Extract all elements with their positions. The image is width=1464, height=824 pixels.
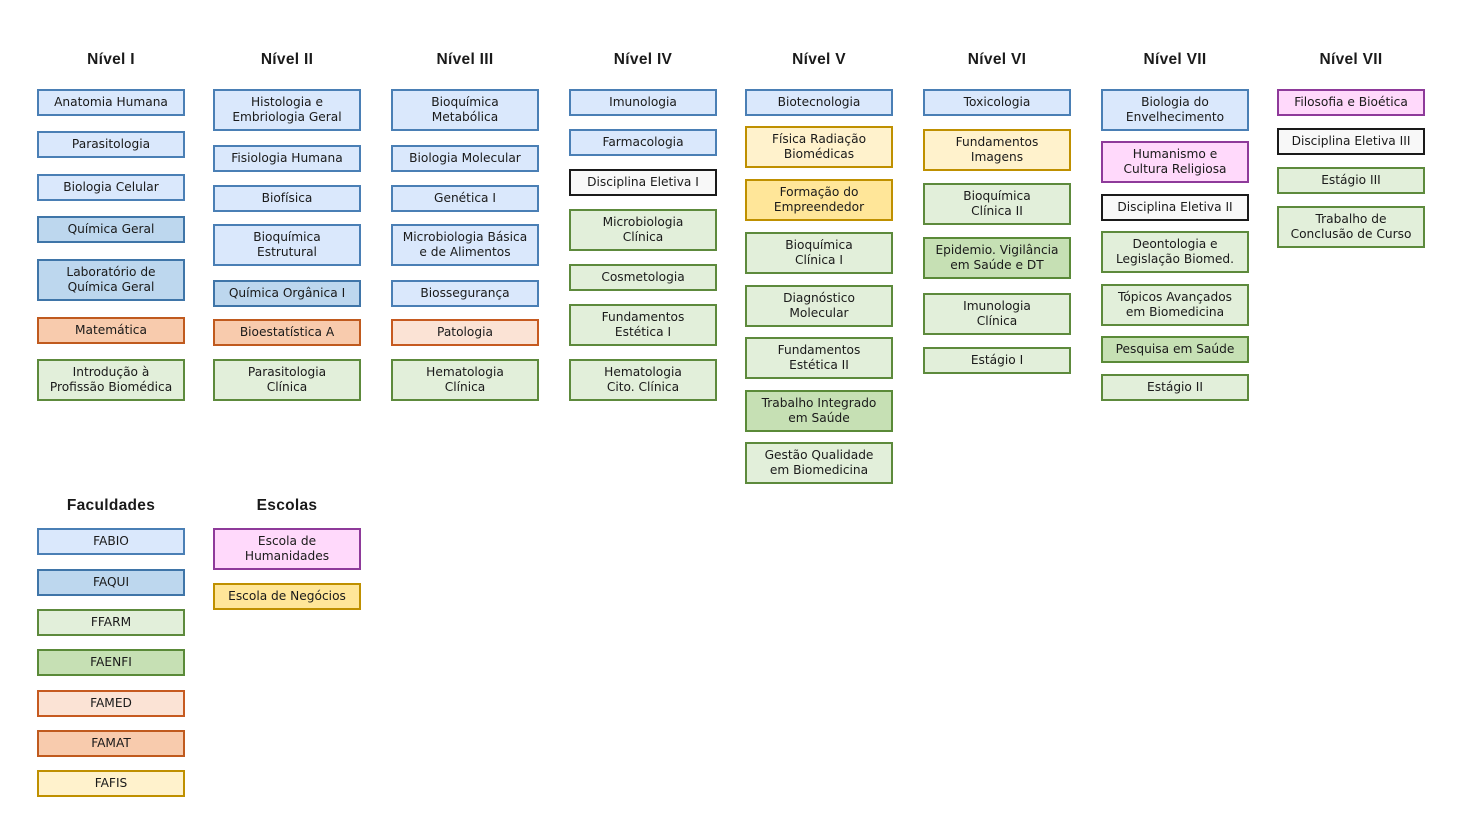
course-box-estagio-i: Estágio I bbox=[923, 347, 1071, 374]
course-box-biologia-do-envelhecimento: Biologia do Envelhecimento bbox=[1101, 89, 1249, 131]
course-box-hematologia-clinica: Hematologia Clínica bbox=[391, 359, 539, 401]
course-box-faenfi: FAENFI bbox=[37, 649, 185, 676]
course-box-deontologia-e-legislacao-biomed: Deontologia e Legislação Biomed. bbox=[1101, 231, 1249, 273]
course-box-escola-de-humanidades: Escola de Humanidades bbox=[213, 528, 361, 570]
course-box-biofisica: Biofísica bbox=[213, 185, 361, 212]
course-box-humanismo-e-cultura-religiosa: Humanismo e Cultura Religiosa bbox=[1101, 141, 1249, 183]
column-title-nivel-vii-6: Nível VII bbox=[1143, 51, 1207, 68]
column-title-faculdades-8: Faculdades bbox=[66, 497, 156, 514]
course-box-epidemio-vigilancia-em-saude-e-dt: Epidemio. Vigilância em Saúde e DT bbox=[923, 237, 1071, 279]
course-box-hematologia-cito-clinica: Hematologia Cito. Clínica bbox=[569, 359, 717, 401]
course-box-biologia-molecular: Biologia Molecular bbox=[391, 145, 539, 172]
course-box-famed: FAMED bbox=[37, 690, 185, 717]
course-box-microbiologia-basica-e-de-alimentos: Microbiologia Básica e de Alimentos bbox=[391, 224, 539, 266]
course-box-bioquimica-clinica-i: Bioquímica Clínica I bbox=[745, 232, 893, 274]
course-box-bioestatistica-a: Bioestatística A bbox=[213, 319, 361, 346]
course-box-biologia-celular: Biologia Celular bbox=[37, 174, 185, 201]
course-box-estagio-iii: Estágio III bbox=[1277, 167, 1425, 194]
column-title-nivel-iii-2: Nível III bbox=[436, 51, 494, 68]
course-box-biosseguranca: Biossegurança bbox=[391, 280, 539, 307]
course-box-fabio: FABIO bbox=[37, 528, 185, 555]
course-box-trabalho-integrado-em-saude: Trabalho Integrado em Saúde bbox=[745, 390, 893, 432]
course-box-fisiologia-humana: Fisiologia Humana bbox=[213, 145, 361, 172]
course-box-histologia-e-embriologia-geral: Histologia e Embriologia Geral bbox=[213, 89, 361, 131]
course-box-ffarm: FFARM bbox=[37, 609, 185, 636]
course-box-diagnostico-molecular: Diagnóstico Molecular bbox=[745, 285, 893, 327]
course-box-fafis: FAFIS bbox=[37, 770, 185, 797]
course-box-genetica-i: Genética I bbox=[391, 185, 539, 212]
course-box-topicos-avancados-em-biomedicina: Tópicos Avançados em Biomedicina bbox=[1101, 284, 1249, 326]
course-box-bioquimica-estrutural: Bioquímica Estrutural bbox=[213, 224, 361, 266]
course-box-gestao-qualidade-em-biomedicina: Gestão Qualidade em Biomedicina bbox=[745, 442, 893, 484]
course-box-matematica: Matemática bbox=[37, 317, 185, 344]
column-title-nivel-vii-7: Nível VII bbox=[1319, 51, 1383, 68]
course-box-fisica-radiacao-biomedicas: Física Radiação Biomédicas bbox=[745, 126, 893, 168]
course-box-trabalho-de-conclusao-de-curso: Trabalho de Conclusão de Curso bbox=[1277, 206, 1425, 248]
course-box-disciplina-eletiva-iii: Disciplina Eletiva III bbox=[1277, 128, 1425, 155]
course-box-parasitologia: Parasitologia bbox=[37, 131, 185, 158]
course-box-parasitologia-clinica: Parasitologia Clínica bbox=[213, 359, 361, 401]
course-box-famat: FAMAT bbox=[37, 730, 185, 757]
course-box-farmacologia: Farmacologia bbox=[569, 129, 717, 156]
course-box-microbiologia-clinica: Microbiologia Clínica bbox=[569, 209, 717, 251]
course-box-filosofia-e-bioetica: Filosofia e Bioética bbox=[1277, 89, 1425, 116]
course-box-toxicologia: Toxicologia bbox=[923, 89, 1071, 116]
column-title-escolas-9: Escolas bbox=[256, 497, 318, 514]
course-box-fundamentos-estetica-i: Fundamentos Estética I bbox=[569, 304, 717, 346]
course-box-faqui: FAQUI bbox=[37, 569, 185, 596]
course-box-laboratorio-de-quimica-geral: Laboratório de Química Geral bbox=[37, 259, 185, 301]
course-box-escola-de-negocios: Escola de Negócios bbox=[213, 583, 361, 610]
course-box-estagio-ii: Estágio II bbox=[1101, 374, 1249, 401]
course-box-fundamentos-estetica-ii: Fundamentos Estética II bbox=[745, 337, 893, 379]
column-title-nivel-iv-3: Nível IV bbox=[613, 51, 673, 68]
column-title-nivel-i-0: Nível I bbox=[87, 51, 135, 68]
course-box-disciplina-eletiva-i: Disciplina Eletiva I bbox=[569, 169, 717, 196]
course-box-disciplina-eletiva-ii: Disciplina Eletiva II bbox=[1101, 194, 1249, 221]
course-box-biotecnologia: Biotecnologia bbox=[745, 89, 893, 116]
course-box-quimica-organica-i: Química Orgânica I bbox=[213, 280, 361, 307]
course-box-cosmetologia: Cosmetologia bbox=[569, 264, 717, 291]
column-title-nivel-vi-5: Nível VI bbox=[967, 51, 1027, 68]
course-box-imunologia: Imunologia bbox=[569, 89, 717, 116]
course-box-imunologia-clinica: Imunologia Clínica bbox=[923, 293, 1071, 335]
course-box-patologia: Patologia bbox=[391, 319, 539, 346]
course-box-formacao-do-empreendedor: Formação do Empreendedor bbox=[745, 179, 893, 221]
course-box-fundamentos-imagens: Fundamentos Imagens bbox=[923, 129, 1071, 171]
course-box-bioquimica-metabolica: Bioquímica Metabólica bbox=[391, 89, 539, 131]
course-box-pesquisa-em-saude: Pesquisa em Saúde bbox=[1101, 336, 1249, 363]
course-box-quimica-geral: Química Geral bbox=[37, 216, 185, 243]
course-box-anatomia-humana: Anatomia Humana bbox=[37, 89, 185, 116]
column-title-nivel-v-4: Nível V bbox=[792, 51, 846, 68]
column-title-nivel-ii-1: Nível II bbox=[260, 51, 314, 68]
course-box-introducao-a-profissao-biomedica: Introdução à Profissão Biomédica bbox=[37, 359, 185, 401]
course-box-bioquimica-clinica-ii: Bioquímica Clínica II bbox=[923, 183, 1071, 225]
